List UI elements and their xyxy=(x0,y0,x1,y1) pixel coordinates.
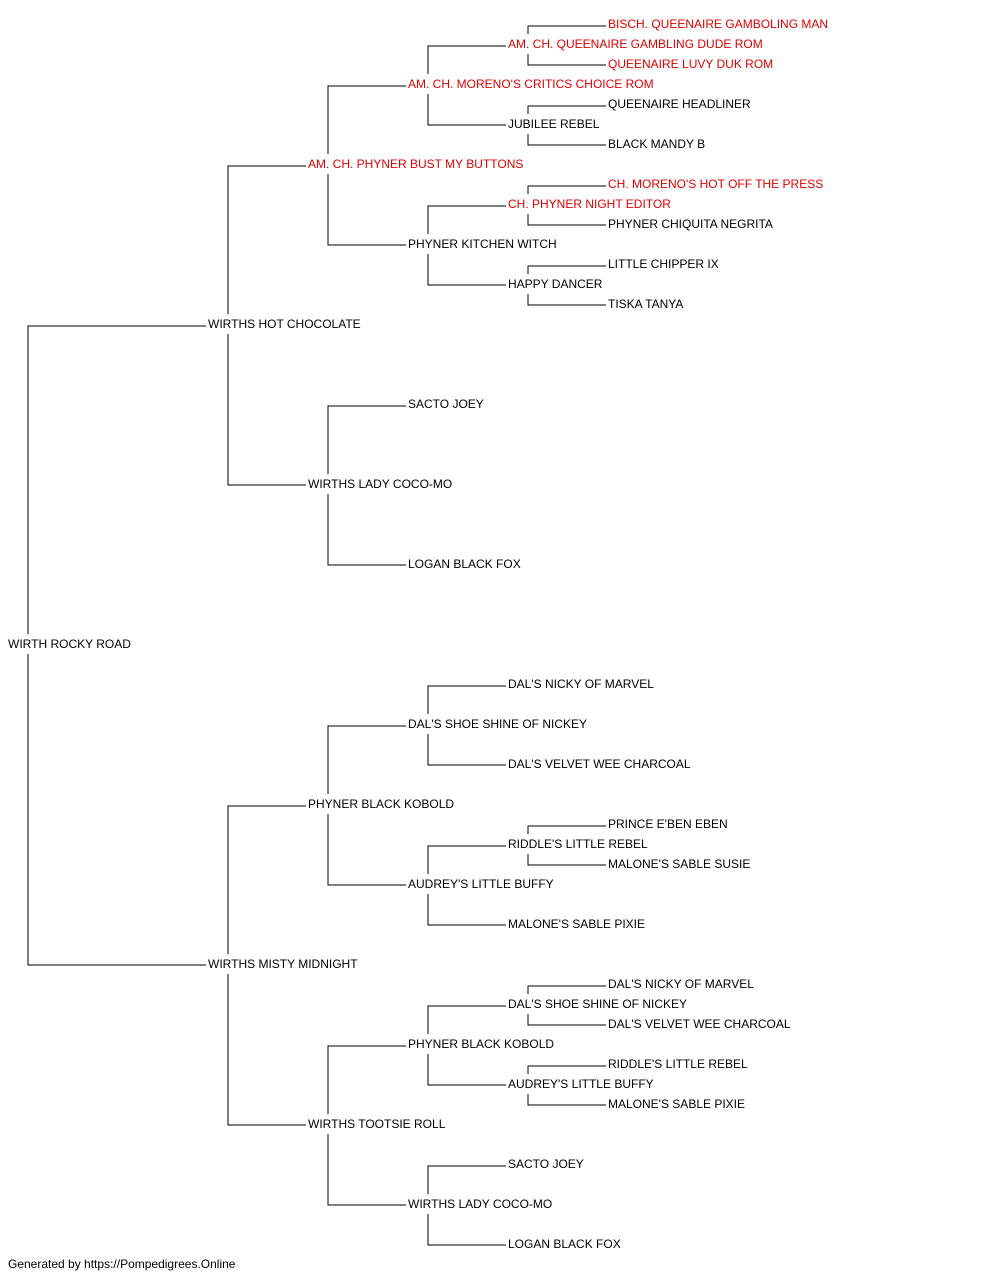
connector-root-s-d-dam xyxy=(327,494,406,566)
connector-root-s-sire xyxy=(227,165,306,314)
connector-root-d-d-s-s-sire xyxy=(527,985,606,994)
dog-name-root-d-d-d: WIRTHS LADY COCO-MO xyxy=(408,1197,552,1211)
connector-root-d-s-s-sire xyxy=(427,685,506,714)
connector-root-d-d-s-sire xyxy=(427,1005,506,1034)
connector-root-d-d-s-d-sire xyxy=(527,1065,606,1074)
connector-root-s-s-d-sire xyxy=(427,205,506,234)
connector-root-dam xyxy=(27,654,206,966)
dog-name-root-s-s-d-d: HAPPY DANCER xyxy=(508,277,603,291)
connector-root-s-d-sire xyxy=(327,405,406,474)
connector-root-d-d-d-sire xyxy=(427,1165,506,1194)
connector-root-d-s-d-dam xyxy=(427,894,506,926)
dog-name-root-d-d-d-d: LOGAN BLACK FOX xyxy=(508,1237,621,1250)
dog-name-root-d-s-d-s-s: PRINCE E'BEN EBEN xyxy=(608,817,728,831)
dog-name-root-d-d-s-d-d: MALONE'S SABLE PIXIE xyxy=(608,1097,745,1111)
dog-name-root-d-d-d-s: SACTO JOEY xyxy=(508,1157,584,1171)
dog-name-root-d-d-s: PHYNER BLACK KOBOLD xyxy=(408,1037,554,1051)
connector-root-s-s-s-sire xyxy=(427,45,506,74)
dog-name-root-s-d: WIRTHS LADY COCO-MO xyxy=(308,477,452,491)
dog-name-root-s-s-d-s-d: PHYNER CHIQUITA NEGRITA xyxy=(608,217,773,231)
connector-root-s-s-s-s-dam xyxy=(527,54,606,66)
connector-root-d-dam xyxy=(227,974,306,1126)
pedigree-tree: WIRTH ROCKY ROAD WIRTHS HOT CHOCOLATE AM. … xyxy=(8,17,828,1250)
connector-root-d-d-s-s-dam xyxy=(527,1014,606,1026)
connector-root-d-s-d-s-dam xyxy=(527,854,606,866)
dog-name-root-d-s-d-d: MALONE'S SABLE PIXIE xyxy=(508,917,645,931)
dog-name-root-d-d-s-s-s: DAL'S NICKY OF MARVEL xyxy=(608,977,754,991)
connector-root-s-s-d-s-dam xyxy=(527,214,606,226)
connector-root-s-dam xyxy=(227,334,306,486)
connector-root-s-s-s-d-sire xyxy=(527,105,606,114)
connector-root-d-s-sire xyxy=(327,725,406,794)
dog-name-root-s-d-d: LOGAN BLACK FOX xyxy=(408,557,521,571)
dog-name-root-d-s-s-d: DAL'S VELVET WEE CHARCOAL xyxy=(508,757,691,771)
dog-name-root-s-s-s-s: AM. CH. QUEENAIRE GAMBLING DUDE ROM xyxy=(508,37,763,51)
dog-name-root-s-s-d-s: CH. PHYNER NIGHT EDITOR xyxy=(508,197,671,211)
connector-root-s-s-d-d-sire xyxy=(527,265,606,274)
dog-name-root-d-s-d-s: RIDDLE'S LITTLE REBEL xyxy=(508,837,648,851)
connector-root-d-d-sire xyxy=(327,1045,406,1114)
connector-root-s-s-d-d-dam xyxy=(527,294,606,306)
dog-name-root-s-s-d: PHYNER KITCHEN WITCH xyxy=(408,237,557,251)
connector-root-sire xyxy=(27,325,206,634)
connector-root-d-s-d-s-sire xyxy=(527,825,606,834)
connector-root-d-d-s-d-dam xyxy=(527,1094,606,1106)
dog-name-root-s-s-s-d-d: BLACK MANDY B xyxy=(608,137,705,151)
dog-name-root-s-s-s-d-s: QUEENAIRE HEADLINER xyxy=(608,97,751,111)
connector-root-d-d-s-dam xyxy=(427,1054,506,1086)
connector-root-d-s-d-sire xyxy=(427,845,506,874)
connector-root-s-s-d-dam xyxy=(427,254,506,286)
dog-name-root-s-s: AM. CH. PHYNER BUST MY BUTTONS xyxy=(308,157,523,171)
connector-root-s-s-sire xyxy=(327,85,406,154)
dog-name-root-d: WIRTHS MISTY MIDNIGHT xyxy=(208,957,358,971)
dog-name-root-d-s-s-s: DAL'S NICKY OF MARVEL xyxy=(508,677,654,691)
dog-name-root-d-s: PHYNER BLACK KOBOLD xyxy=(308,797,454,811)
dog-name-root-d-s-d: AUDREY'S LITTLE BUFFY xyxy=(408,877,554,891)
connector-root-s-s-s-d-dam xyxy=(527,134,606,146)
connector-root-d-d-dam xyxy=(327,1134,406,1206)
dog-name-root-s-s-s-s-s: BISCH. QUEENAIRE GAMBOLING MAN xyxy=(608,17,828,31)
dog-name-root-d-d-s-d: AUDREY'S LITTLE BUFFY xyxy=(508,1077,654,1091)
dog-name-root-d-d: WIRTHS TOOTSIE ROLL xyxy=(308,1117,446,1131)
dog-name-root-d-s-s: DAL'S SHOE SHINE OF NICKEY xyxy=(408,717,587,731)
connector-root-d-d-d-dam xyxy=(427,1214,506,1246)
dog-name-root-d-d-s-s-d: DAL'S VELVET WEE CHARCOAL xyxy=(608,1017,791,1031)
dog-name-root-d-d-s-d-s: RIDDLE'S LITTLE REBEL xyxy=(608,1057,748,1071)
dog-name-root-s-s-d-s-s: CH. MORENO'S HOT OFF THE PRESS xyxy=(608,177,823,191)
connector-root-d-s-dam xyxy=(327,814,406,886)
footer-credit: Generated by https://Pompedigrees.Online xyxy=(8,1257,236,1271)
dog-name-root-s-s-d-d-s: LITTLE CHIPPER IX xyxy=(608,257,719,271)
connector-root-d-s-s-dam xyxy=(427,734,506,766)
connector-root-d-sire xyxy=(227,805,306,954)
dog-name-root-s-s-d-d-d: TISKA TANYA xyxy=(608,297,683,311)
connector-root-s-s-s-dam xyxy=(427,94,506,126)
dog-name-root-s-d-s: SACTO JOEY xyxy=(408,397,484,411)
connector-root-s-s-dam xyxy=(327,174,406,246)
connector-root-s-s-d-s-sire xyxy=(527,185,606,194)
dog-name-root-s-s-s-d: JUBILEE REBEL xyxy=(508,117,600,131)
dog-name-root-s-s-s: AM. CH. MORENO'S CRITICS CHOICE ROM xyxy=(408,77,654,91)
dog-name-root: WIRTH ROCKY ROAD xyxy=(8,637,131,651)
connector-root-s-s-s-s-sire xyxy=(527,25,606,34)
dog-name-root-s-s-s-s-d: QUEENAIRE LUVY DUK ROM xyxy=(608,57,773,71)
dog-name-root-d-d-s-s: DAL'S SHOE SHINE OF NICKEY xyxy=(508,997,687,1011)
dog-name-root-s: WIRTHS HOT CHOCOLATE xyxy=(208,317,361,331)
dog-name-root-d-s-d-s-d: MALONE'S SABLE SUSIE xyxy=(608,857,750,871)
